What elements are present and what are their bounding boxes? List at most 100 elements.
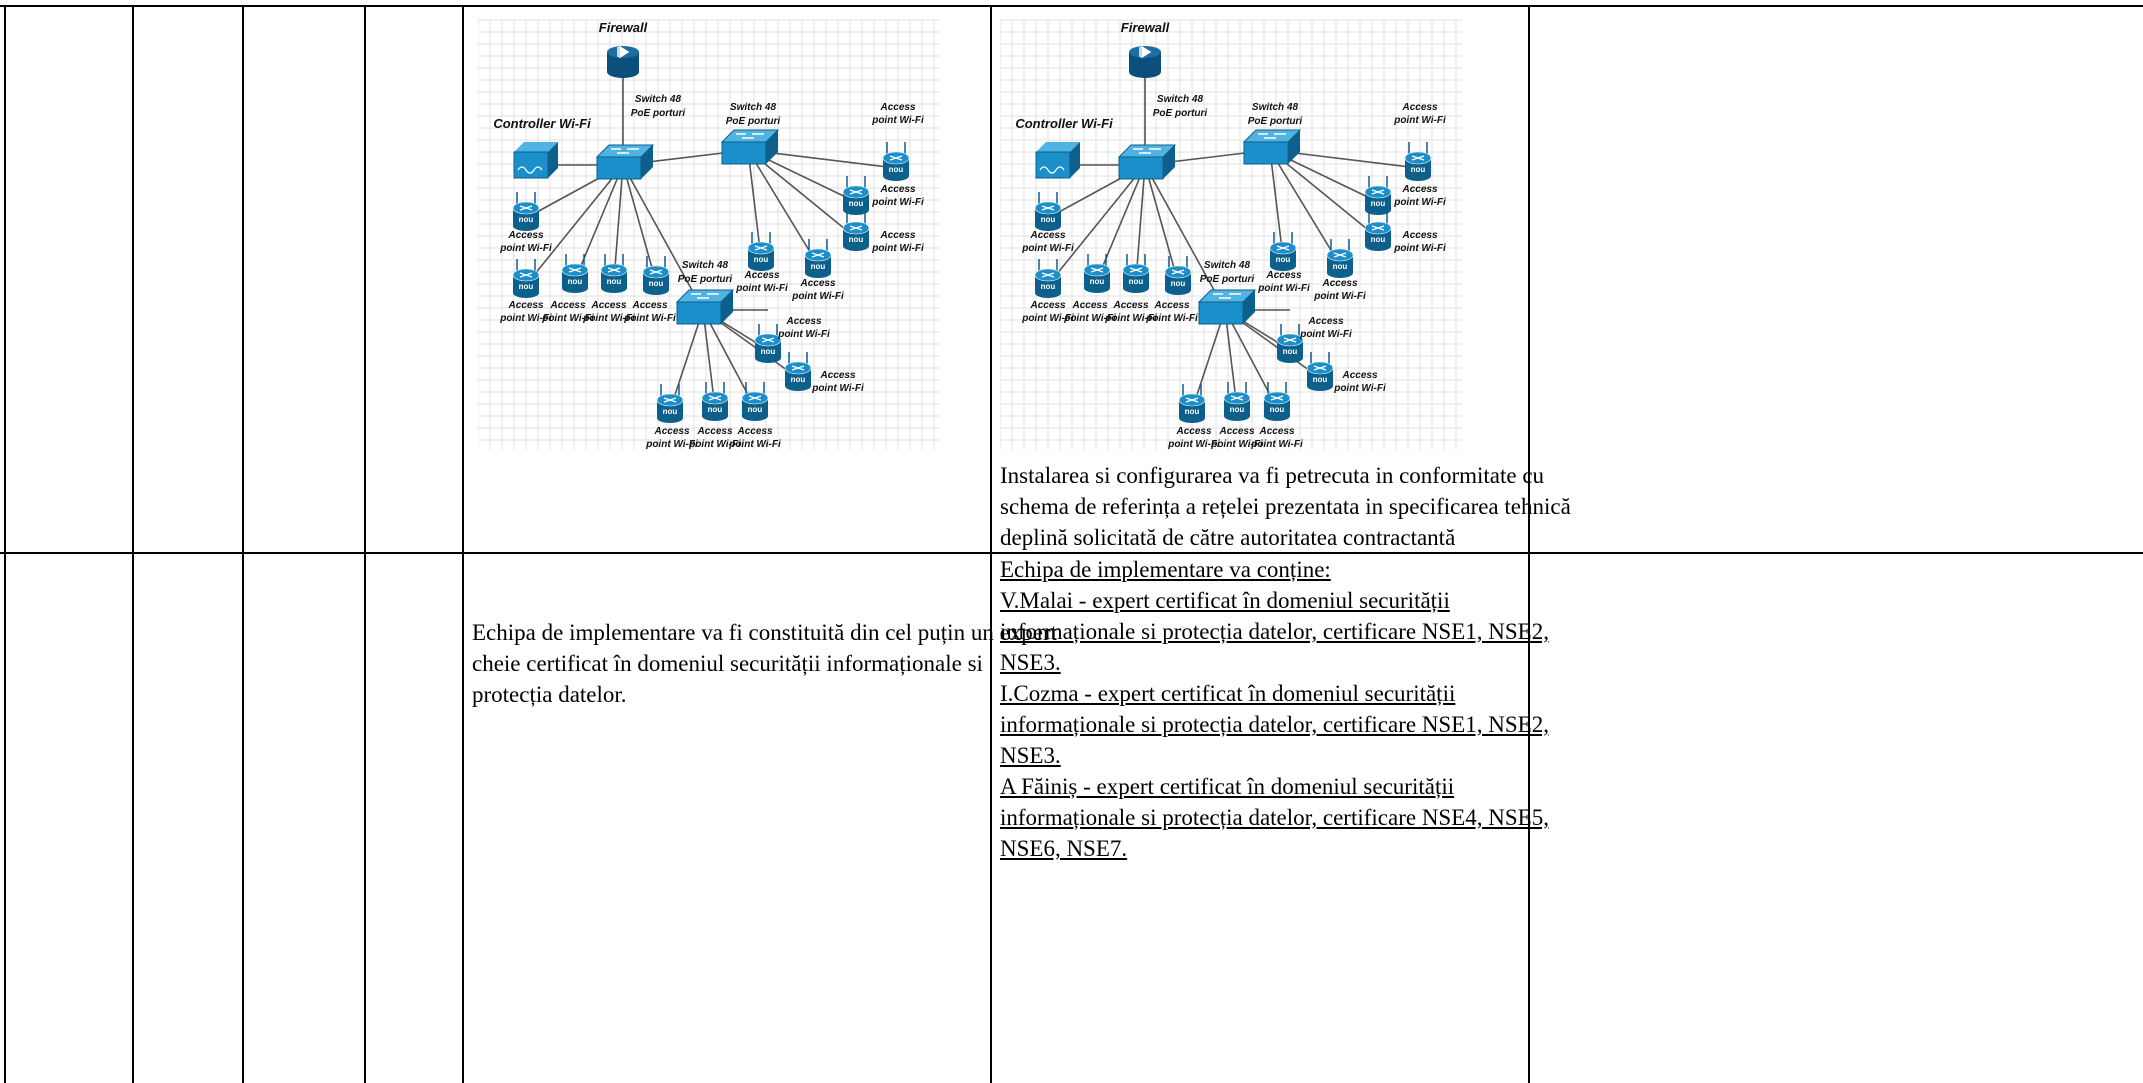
ap-label: Access <box>1112 300 1148 311</box>
ap-badge: nou <box>849 199 864 208</box>
ap-badge: nou <box>607 277 622 286</box>
access-point-icon: nou <box>1083 254 1111 293</box>
access-point-icon: nou <box>1223 382 1251 421</box>
ap-label: Access <box>1153 300 1189 311</box>
ap-label: point Wi-Fi <box>811 383 864 394</box>
ap-label: point Wi-Fi <box>791 291 844 302</box>
ap-label: point Wi-Fi <box>1313 291 1366 302</box>
ap-label: Access <box>1401 230 1437 241</box>
ap-badge: nou <box>754 255 769 264</box>
switch-label: Switch 48 <box>682 260 729 271</box>
text-line: V.Malai - expert certificat în domeniul … <box>1000 588 1450 613</box>
ap-label: point Wi-Fi <box>1393 115 1446 126</box>
column-border <box>462 6 464 1083</box>
installation-paragraph: Instalarea si configurarea va fi petrecu… <box>1000 460 1571 553</box>
switch-icon <box>595 144 655 180</box>
ap-label: point Wi-Fi <box>1393 197 1446 208</box>
text-line: Instalarea si configurarea va fi petrecu… <box>1000 463 1545 488</box>
access-point-icon: nou <box>701 382 729 421</box>
ap-label: point Wi-Fi <box>871 115 924 126</box>
switch-icon <box>675 289 735 325</box>
ap-label: Access <box>879 230 915 241</box>
access-point-icon: nou <box>842 176 870 215</box>
ap-badge: nou <box>849 235 864 244</box>
ap-badge: nou <box>1283 347 1298 356</box>
ap-label: Access <box>879 102 915 113</box>
access-point-icon: nou <box>741 382 769 421</box>
access-point-icon: nou <box>882 142 910 181</box>
switch-label: PoE porturi <box>1200 274 1255 285</box>
ap-label: point Wi-Fi <box>735 283 788 294</box>
ap-badge: nou <box>1313 375 1328 384</box>
ap-label: Access <box>1307 316 1343 327</box>
ap-badge: nou <box>1171 279 1186 288</box>
text-line: NSE3. <box>1000 743 1061 768</box>
ap-label: Access <box>696 426 732 437</box>
ap-label: Access <box>653 426 689 437</box>
ap-label: point Wi-Fi <box>645 439 698 450</box>
ap-badge: nou <box>1090 277 1105 286</box>
access-point-icon: nou <box>754 324 782 363</box>
ap-label: Access <box>631 300 667 311</box>
access-point-icon: nou <box>1263 382 1291 421</box>
access-point-icon: nou <box>1122 254 1150 293</box>
controller-icon <box>513 142 558 179</box>
text-line: NSE3. <box>1000 650 1061 675</box>
access-point-icon: nou <box>512 259 540 298</box>
text-line: I.Cozma - expert certificat în domeniul … <box>1000 681 1456 706</box>
team-composition-paragraph: Echipa de implementare va conține: V.Mal… <box>1000 554 1549 864</box>
firewall-icon <box>1129 45 1161 78</box>
ap-label: Access <box>590 300 626 311</box>
ap-badge: nou <box>1185 407 1200 416</box>
text-line: informaționale si protecția datelor, cer… <box>1000 712 1549 737</box>
ap-label: point Wi-Fi <box>1167 439 1220 450</box>
text-line: NSE6, NSE7. <box>1000 836 1128 861</box>
controller-label: Controller Wi-Fi <box>493 116 591 131</box>
column-border <box>364 6 366 1083</box>
switch-label: Switch 48 <box>1157 94 1204 105</box>
access-point-icon: nou <box>804 239 832 278</box>
text-line: Echipa de implementare va fi constituită… <box>472 620 1058 645</box>
team-requirement-paragraph: Echipa de implementare va fi constituită… <box>472 617 1057 710</box>
access-point-icon: nou <box>1269 232 1297 271</box>
diagram-grid <box>1000 19 1462 450</box>
ap-label: Access <box>1258 426 1294 437</box>
ap-label: point Wi-Fi <box>871 197 924 208</box>
ap-label: Access <box>1029 230 1065 241</box>
access-point-icon: nou <box>1364 212 1392 251</box>
text-line: schema de referința a rețelei prezentata… <box>1000 494 1571 519</box>
controller-label: Controller Wi-Fi <box>1015 116 1113 131</box>
ap-label: Access <box>1321 278 1357 289</box>
firewall-icon <box>607 45 639 78</box>
ap-label: point Wi-Fi <box>1250 439 1303 450</box>
ap-label: point Wi-Fi <box>623 313 676 324</box>
switch-icon <box>1117 144 1177 180</box>
ap-label: point Wi-Fi <box>541 313 594 324</box>
ap-badge: nou <box>1041 215 1056 224</box>
column-border <box>132 6 134 1083</box>
access-point-icon: nou <box>642 256 670 295</box>
ap-badge: nou <box>1371 199 1386 208</box>
ap-label: point Wi-Fi <box>871 243 924 254</box>
ap-label: point Wi-Fi <box>1333 383 1386 394</box>
switch-label: PoE porturi <box>1248 116 1303 127</box>
ap-label: Access <box>879 184 915 195</box>
ap-label: Access <box>1071 300 1107 311</box>
ap-badge: nou <box>1041 282 1056 291</box>
switch-label: PoE porturi <box>631 108 686 119</box>
switch-label: Switch 48 <box>730 102 777 113</box>
access-point-icon: nou <box>1326 239 1354 278</box>
ap-badge: nou <box>519 215 534 224</box>
column-border <box>1528 6 1530 1083</box>
switch-label: Switch 48 <box>1204 260 1251 271</box>
text-line: informaționale si protecția datelor, cer… <box>1000 805 1549 830</box>
ap-badge: nou <box>761 347 776 356</box>
access-point-icon: nou <box>747 232 775 271</box>
text-line: deplină solicitată de către autoritatea … <box>1000 525 1456 550</box>
ap-label: Access <box>1265 270 1301 281</box>
ap-badge: nou <box>708 405 723 414</box>
ap-label: Access <box>1401 102 1437 113</box>
column-border <box>242 6 244 1083</box>
access-point-icon: nou <box>1034 259 1062 298</box>
